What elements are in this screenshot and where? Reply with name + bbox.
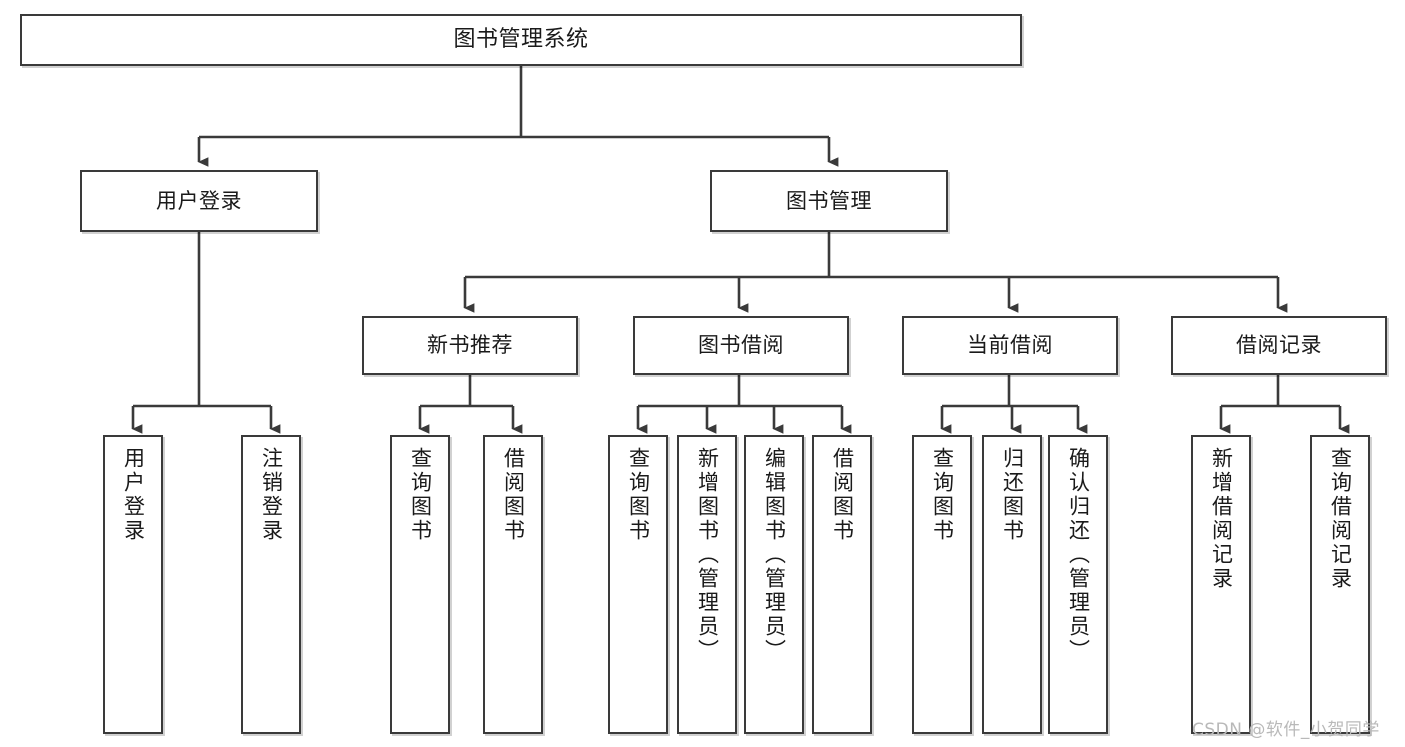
leaf-logout-label: 注销登录 — [259, 447, 284, 543]
leaf-add-record-label: 新增借阅记录 — [1209, 447, 1234, 591]
leaf-user-login-label: 用户登录 — [121, 447, 146, 543]
leaf-confirm-return-label: 确认归还（管理员） — [1066, 447, 1091, 663]
node-user-login-label: 用户登录 — [156, 188, 242, 213]
node-borrow-record[interactable]: 借阅记录 — [1171, 316, 1387, 375]
leaf-add-book[interactable]: 新增图书（管理员） — [677, 435, 737, 734]
node-book-manage-label: 图书管理 — [786, 188, 872, 213]
node-book-borrow[interactable]: 图书借阅 — [633, 316, 849, 375]
node-new-book-rec-label: 新书推荐 — [427, 333, 513, 358]
node-root-label: 图书管理系统 — [453, 27, 589, 53]
leaf-borrow-book-1[interactable]: 借阅图书 — [483, 435, 543, 734]
leaf-query-book-2-label: 查询图书 — [626, 447, 651, 543]
leaf-query-book-1-label: 查询图书 — [408, 447, 433, 543]
leaf-query-record-label: 查询借阅记录 — [1328, 447, 1353, 591]
node-user-login[interactable]: 用户登录 — [80, 170, 318, 232]
leaf-add-record[interactable]: 新增借阅记录 — [1191, 435, 1251, 734]
csdn-watermark: CSDN @软件_小贺同学 — [1192, 720, 1380, 740]
leaf-return-book-label: 归还图书 — [1000, 447, 1025, 543]
leaf-edit-book-label: 编辑图书（管理员） — [762, 447, 787, 663]
leaf-add-book-label: 新增图书（管理员） — [695, 447, 720, 663]
node-book-manage[interactable]: 图书管理 — [710, 170, 948, 232]
leaf-confirm-return[interactable]: 确认归还（管理员） — [1048, 435, 1108, 734]
leaf-query-book-2[interactable]: 查询图书 — [608, 435, 668, 734]
leaf-return-book[interactable]: 归还图书 — [982, 435, 1042, 734]
leaf-query-book-3-label: 查询图书 — [930, 447, 955, 543]
node-current-borrow-label: 当前借阅 — [967, 333, 1053, 358]
node-current-borrow[interactable]: 当前借阅 — [902, 316, 1118, 375]
leaf-user-login[interactable]: 用户登录 — [103, 435, 163, 734]
leaf-borrow-book-1-label: 借阅图书 — [501, 447, 526, 543]
node-borrow-record-label: 借阅记录 — [1236, 333, 1322, 358]
leaf-query-book-3[interactable]: 查询图书 — [912, 435, 972, 734]
leaf-borrow-book-2-label: 借阅图书 — [830, 447, 855, 543]
leaf-query-book-1[interactable]: 查询图书 — [390, 435, 450, 734]
node-root[interactable]: 图书管理系统 — [20, 14, 1022, 66]
leaf-query-record[interactable]: 查询借阅记录 — [1310, 435, 1370, 734]
leaf-logout[interactable]: 注销登录 — [241, 435, 301, 734]
leaf-edit-book[interactable]: 编辑图书（管理员） — [744, 435, 804, 734]
node-new-book-rec[interactable]: 新书推荐 — [362, 316, 578, 375]
node-book-borrow-label: 图书借阅 — [698, 333, 784, 358]
leaf-borrow-book-2[interactable]: 借阅图书 — [812, 435, 872, 734]
